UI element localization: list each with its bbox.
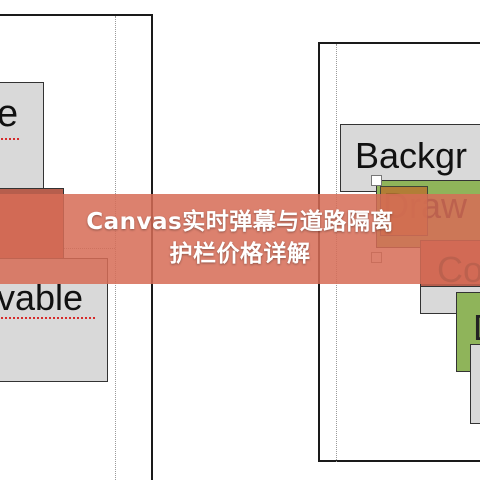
banner-title-line2: 护栏价格详解 [169,241,311,267]
box-d-label: D [473,307,480,349]
left-box-top-label: e [0,93,19,135]
title-banner [0,194,480,284]
banner-title-line1: Canvas实时弹幕与道路隔离 [86,209,394,235]
box-background-label: Backgr [355,135,468,176]
banner-title: Canvas实时弹幕与道路隔离 护栏价格详解 [0,206,480,270]
box-d: D [456,292,480,372]
spellcheck-underline [0,138,19,140]
left-box-top: e [0,82,44,190]
spellcheck-underline [1,317,95,319]
box-bottom-right [470,344,480,424]
resize-handle[interactable] [371,175,382,186]
